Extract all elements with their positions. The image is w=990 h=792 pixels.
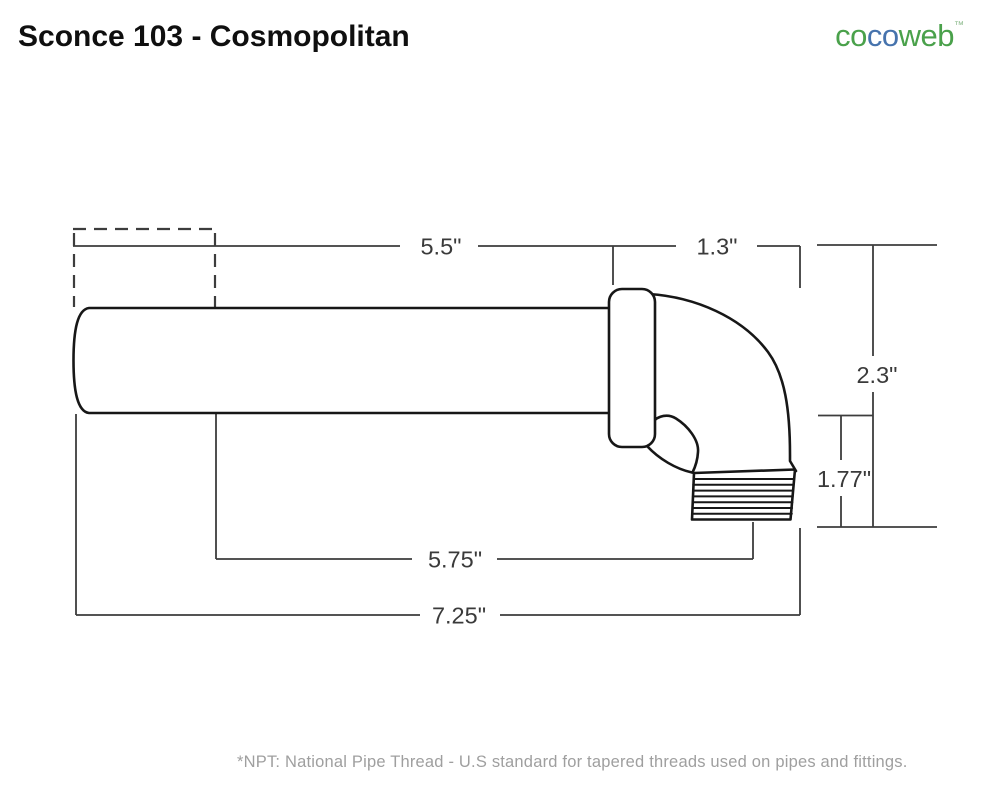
dimension-labels: 5.5" 1.3" 2.3" 1.77" 5.75" 7.25" (420, 234, 897, 629)
pipe-arm (72, 306, 614, 415)
logo-part-web: web (898, 18, 955, 53)
dashed-backplate (72, 227, 217, 307)
dim-arm-length-label: 5.75" (428, 547, 482, 573)
dimension-lines (73, 244, 937, 616)
elbow-outer-curve (647, 292, 798, 473)
logo-part-co1: co (835, 18, 867, 53)
thread-lines (691, 478, 795, 515)
dim-elbow-width-label: 1.3" (696, 234, 737, 260)
npt-footnote: *NPT: National Pipe Thread - U.S standar… (237, 753, 908, 771)
dim-overall-length-label: 7.25" (432, 603, 486, 629)
elbow-inner-curve (645, 444, 694, 474)
dim-arm-length-line (215, 413, 754, 560)
elbow-inner-bead (649, 414, 700, 474)
cocoweb-logo: cocoweb™ (835, 18, 964, 54)
dim-backplate-width-label: 5.5" (420, 234, 461, 260)
logo-part-co2: co (866, 18, 899, 53)
collar-ring (607, 287, 657, 449)
logo-trademark: ™ (954, 20, 964, 31)
dim-thread-length-label: 1.77" (817, 466, 871, 492)
dim-overall-length-line (75, 414, 801, 616)
fixture-outline (72, 287, 798, 521)
dim-elbow-height-label: 2.3" (856, 362, 897, 388)
elbow-body-fill (647, 294, 796, 473)
page-title: Sconce 103 - Cosmopolitan (18, 20, 410, 53)
thread-block (690, 468, 797, 521)
